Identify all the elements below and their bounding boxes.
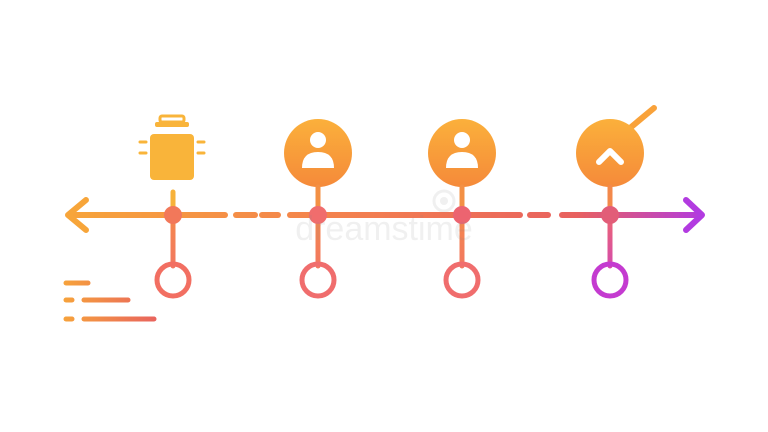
milestone-4-end-ring	[591, 261, 629, 299]
user-icon	[446, 132, 478, 168]
milestone-1-node	[164, 206, 182, 224]
text-lines-icon	[63, 280, 157, 322]
milestone-4-node	[601, 206, 619, 224]
arrow-right-icon	[683, 197, 705, 233]
arrow-left-icon	[65, 197, 89, 233]
milestone-2-node	[309, 206, 327, 224]
milestone-3-node	[453, 206, 471, 224]
milestone-2	[284, 119, 352, 299]
chevron-up-icon	[596, 148, 624, 165]
milestone-4	[576, 105, 657, 299]
milestone-2-end-ring	[299, 261, 337, 299]
milestone-1	[138, 114, 206, 299]
user-icon	[302, 132, 334, 168]
watermark-logo-icon	[432, 189, 456, 213]
milestone-3	[428, 119, 496, 299]
watermark-text: dreamstime	[295, 210, 473, 248]
cooking-pot-icon	[138, 114, 206, 180]
milestone-4-pointer	[627, 105, 657, 131]
milestone-3-end-ring	[443, 261, 481, 299]
milestone-1-end-ring	[154, 261, 192, 299]
